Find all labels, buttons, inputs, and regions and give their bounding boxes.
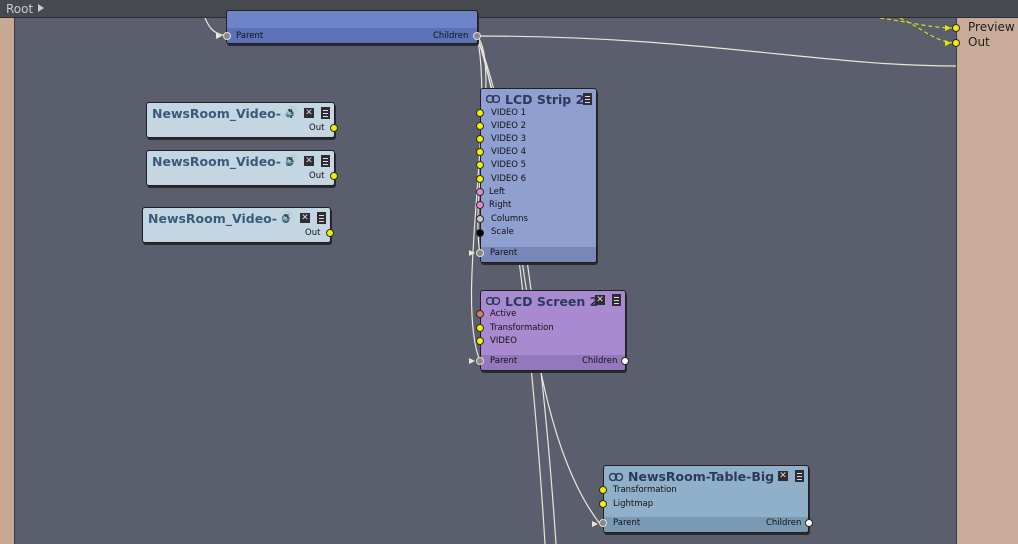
preview-label: Preview xyxy=(968,20,1015,34)
children-label: Children xyxy=(766,518,802,528)
chevron-right-icon[interactable] xyxy=(38,4,44,12)
node-title: NewsRoom_Video- 5 xyxy=(152,154,294,169)
video-node-5[interactable]: NewsRoom_Video- 5 🔊 ✕ Out xyxy=(146,150,335,186)
transformation-port[interactable] xyxy=(476,324,484,332)
parent-label: Parent xyxy=(613,518,641,528)
menu-icon[interactable] xyxy=(795,470,804,482)
video-4-out-port[interactable] xyxy=(330,124,338,132)
scale-port[interactable] xyxy=(476,229,484,237)
input-label: Lightmap xyxy=(613,499,654,509)
breadcrumb-bar: Root xyxy=(0,0,1018,18)
speaker-icon[interactable]: 🔊 xyxy=(285,155,298,166)
children-label: Children xyxy=(582,356,618,366)
link-icon xyxy=(486,297,500,305)
close-icon[interactable]: ✕ xyxy=(304,156,314,166)
left-panel xyxy=(0,18,15,544)
input-label: Right xyxy=(489,200,512,210)
transformation-port[interactable] xyxy=(599,486,607,494)
input-label: VIDEO 2 xyxy=(491,121,527,131)
node-title: NewsRoom-Table-Big 1 xyxy=(628,469,788,484)
parent-label: Parent xyxy=(490,356,518,366)
input-label: VIDEO 3 xyxy=(491,134,527,144)
parent-port[interactable] xyxy=(476,249,484,257)
input-label: Columns xyxy=(491,214,528,224)
input-label: VIDEO xyxy=(490,336,517,346)
node-title: NewsRoom_Video- 6 xyxy=(148,211,290,226)
video-3-port[interactable] xyxy=(476,135,484,143)
menu-icon[interactable] xyxy=(321,155,330,167)
menu-icon[interactable] xyxy=(321,107,330,119)
video-1-port[interactable] xyxy=(476,109,484,117)
lcd-strip-node[interactable]: LCD Strip 2 VIDEO 1 VIDEO 2 VIDEO 3 VIDE… xyxy=(480,88,597,263)
close-icon[interactable]: ✕ xyxy=(300,213,310,223)
parent-label: Parent xyxy=(490,248,518,258)
input-label: Active xyxy=(490,309,517,319)
input-label: Scale xyxy=(491,227,514,237)
video-6-out-port[interactable] xyxy=(326,229,334,237)
video-5-port[interactable] xyxy=(476,161,484,169)
top-node-parent-label: Parent xyxy=(236,31,264,41)
children-port[interactable] xyxy=(621,357,629,365)
right-port[interactable] xyxy=(476,201,484,209)
node-title: LCD Strip 2 xyxy=(505,92,585,107)
input-label: VIDEO 6 xyxy=(491,174,527,184)
out-label: Out xyxy=(309,171,325,181)
menu-icon[interactable] xyxy=(612,294,621,306)
node-title: LCD Screen 2 xyxy=(505,294,599,309)
close-icon[interactable]: ✕ xyxy=(304,108,314,118)
speaker-icon[interactable]: 🔊 xyxy=(285,107,298,118)
parent-port[interactable] xyxy=(476,357,484,365)
link-icon xyxy=(486,95,500,103)
video-node-4[interactable]: NewsRoom_Video- 4 🔊 ✕ Out xyxy=(146,102,335,138)
node-title: NewsRoom_Video- 4 xyxy=(152,106,294,121)
lightmap-port[interactable] xyxy=(599,500,607,508)
video-2-port[interactable] xyxy=(476,122,484,130)
preview-port[interactable] xyxy=(952,24,960,32)
video-port[interactable] xyxy=(476,337,484,345)
menu-icon[interactable] xyxy=(317,212,326,224)
video-node-6[interactable]: NewsRoom_Video- 6 🔊 ✕ Out xyxy=(142,207,331,243)
parent-port[interactable] xyxy=(599,519,607,527)
input-label: Transformation xyxy=(490,323,554,333)
columns-port[interactable] xyxy=(476,215,484,223)
top-node-parent-port[interactable] xyxy=(223,32,231,40)
video-6-port[interactable] xyxy=(476,175,484,183)
close-icon[interactable]: ✕ xyxy=(595,295,605,305)
breadcrumb-root[interactable]: Root xyxy=(6,2,34,16)
input-label: Left xyxy=(489,187,505,197)
link-icon xyxy=(609,473,623,481)
speaker-icon[interactable]: 🔊 xyxy=(281,212,294,223)
out-label: Out xyxy=(305,228,321,238)
input-label: VIDEO 4 xyxy=(491,147,527,157)
video-4-port[interactable] xyxy=(476,148,484,156)
top-node-children-port[interactable] xyxy=(473,32,481,40)
output-panel xyxy=(956,18,1018,544)
active-port[interactable] xyxy=(476,310,484,318)
close-icon[interactable]: ✕ xyxy=(778,471,788,481)
input-label: VIDEO 1 xyxy=(491,108,527,118)
top-node-children-label: Children xyxy=(433,31,469,41)
video-5-out-port[interactable] xyxy=(330,172,338,180)
lcd-screen-node[interactable]: LCD Screen 2 ✕ Active Transformation VID… xyxy=(480,290,626,371)
menu-icon[interactable] xyxy=(583,93,592,105)
top-node[interactable]: Parent Children xyxy=(226,10,478,44)
children-port[interactable] xyxy=(805,519,813,527)
table-big-node[interactable]: NewsRoom-Table-Big 1 ✕ Transformation Li… xyxy=(603,465,809,533)
out-label: Out xyxy=(309,123,325,133)
left-port[interactable] xyxy=(476,188,484,196)
input-label: Transformation xyxy=(613,485,677,495)
out-port[interactable] xyxy=(952,39,960,47)
out-label: Out xyxy=(968,35,990,49)
input-label: VIDEO 5 xyxy=(491,160,527,170)
